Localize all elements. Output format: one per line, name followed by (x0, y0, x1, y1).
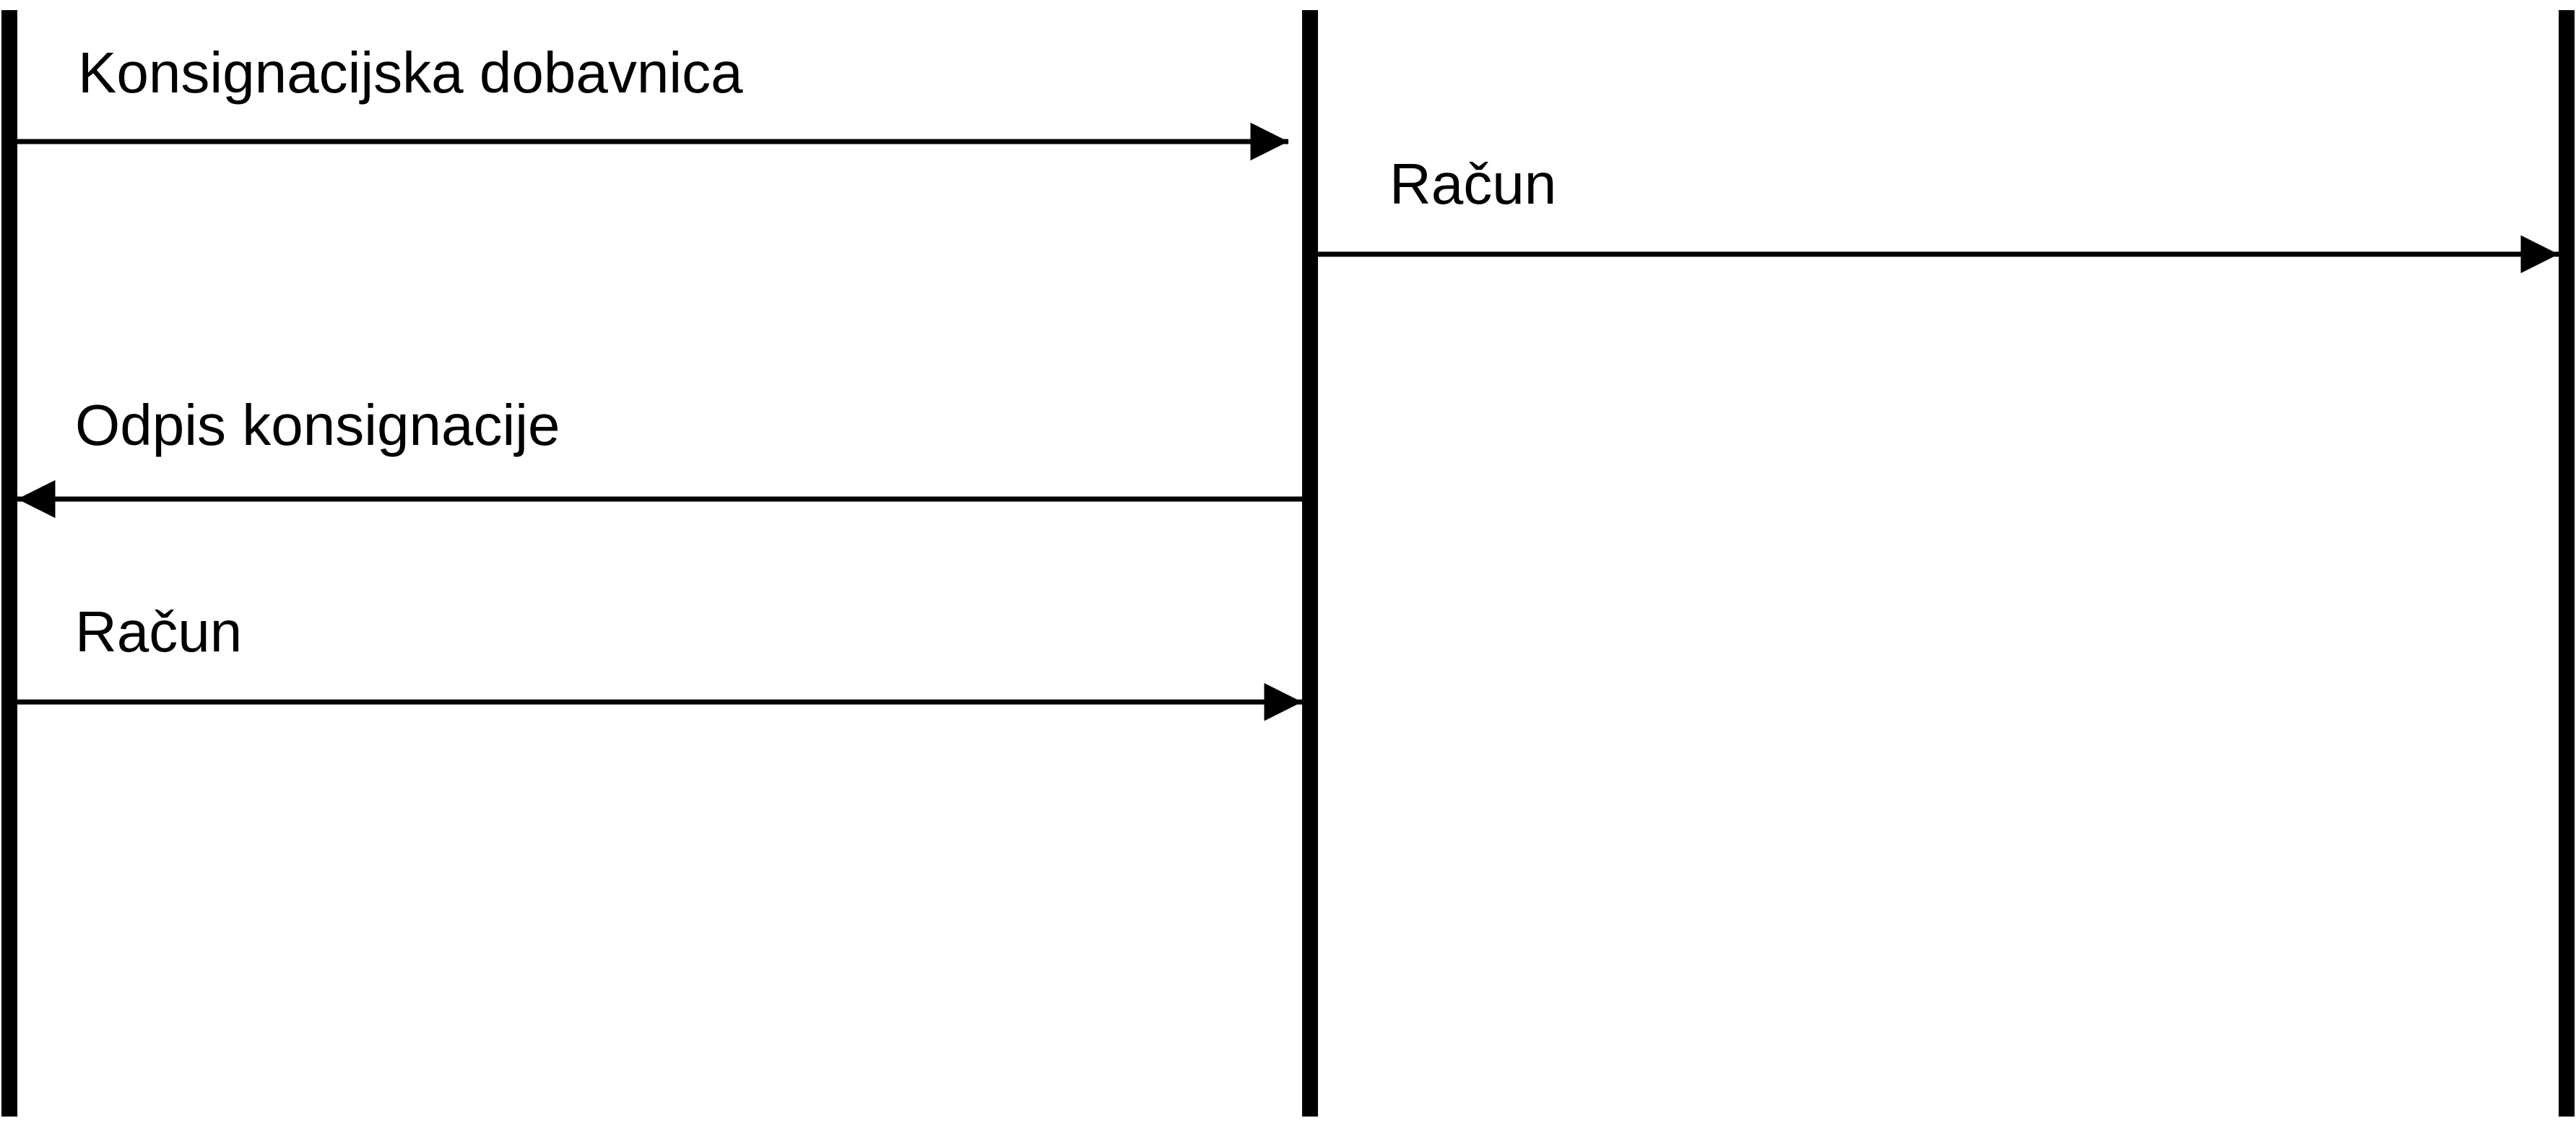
message-racun-middle-to-right: Račun (1318, 152, 2559, 274)
message-label: Račun (75, 599, 242, 664)
message-label: Konsignacijska dobavnica (78, 40, 743, 105)
message-konsignacijska-dobavnica: Konsignacijska dobavnica (17, 40, 1288, 161)
message-label: Račun (1389, 152, 1556, 216)
message-label: Odpis konsignacije (75, 393, 560, 457)
message-odpis-konsignacije: Odpis konsignacije (17, 393, 1302, 519)
message-racun-left-to-middle: Račun (17, 599, 1302, 722)
